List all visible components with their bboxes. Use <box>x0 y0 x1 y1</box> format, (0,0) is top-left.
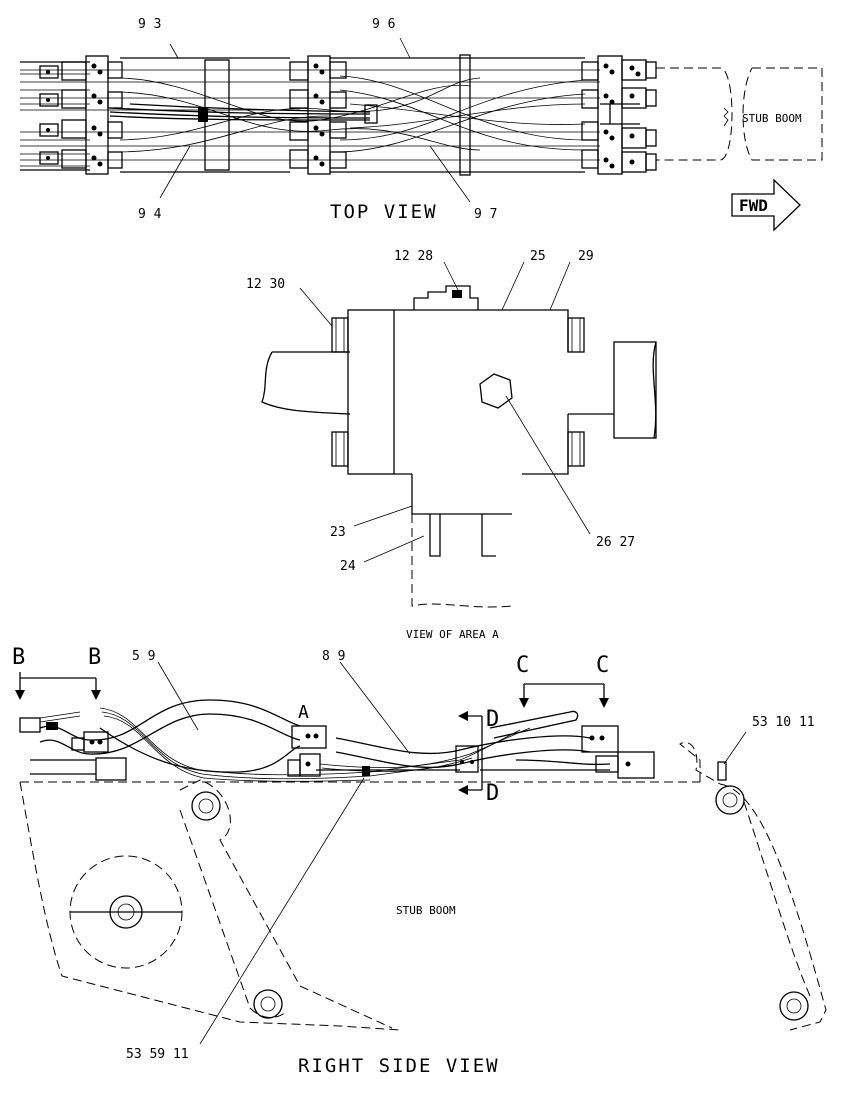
area-a-drawing <box>261 261 657 608</box>
callout-96: 9 6 <box>372 17 395 32</box>
callout-25: 25 <box>530 249 546 264</box>
section-marker-b-left: B <box>12 645 25 670</box>
section-marker-b-right: B <box>88 645 101 670</box>
callout-53-10-11: 53 10 11 <box>752 715 815 730</box>
section-marker-c-right: C <box>596 653 609 678</box>
section-marker-d-bottom: D <box>486 781 499 806</box>
callout-94: 9 4 <box>138 207 162 222</box>
detail-marker-a: A <box>298 702 309 723</box>
callout-12-30: 12 30 <box>246 277 285 292</box>
fwd-label: FWD <box>739 196 768 215</box>
fwd-arrow <box>731 178 801 232</box>
callout-26-27: 26 27 <box>596 535 635 550</box>
section-marker-d-top: D <box>486 707 499 732</box>
callout-12-28: 12 28 <box>394 249 433 264</box>
side-view-title: RIGHT SIDE VIEW <box>298 1055 500 1077</box>
top-view-drawing <box>20 37 823 232</box>
area-a-title: VIEW OF AREA A <box>406 628 499 641</box>
callout-23: 23 <box>330 525 346 540</box>
side-view-drawing <box>15 661 827 1045</box>
section-marker-c-left: C <box>516 653 529 678</box>
callout-53-59-11: 53 59 11 <box>126 1047 189 1062</box>
callout-97: 9 7 <box>474 207 497 222</box>
callout-89: 8 9 <box>322 649 345 664</box>
callout-24: 24 <box>340 559 356 574</box>
top-stub-boom-label: STUB BOOM <box>742 112 802 125</box>
callout-93: 9 3 <box>138 17 161 32</box>
callout-29: 29 <box>578 249 594 264</box>
top-view-title: TOP VIEW <box>330 201 438 223</box>
callout-59: 5 9 <box>132 649 155 664</box>
side-stub-boom-label: STUB BOOM <box>396 904 456 917</box>
